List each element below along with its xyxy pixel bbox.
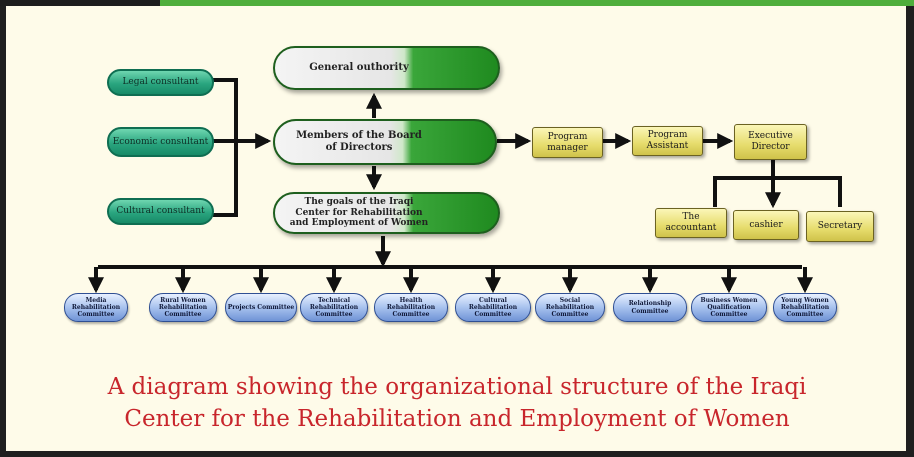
accountant-box: The accountant (655, 208, 727, 238)
committee-box: Cultural Rehabilitation Committee (455, 293, 531, 322)
committee-box: Young Women Rehabilitation Committee (773, 293, 837, 322)
bottom-frame-bar (0, 451, 914, 457)
committee-box: Social Rehabilitation Committee (535, 293, 605, 322)
center-goals-box: The goals of the Iraqi Center for Rehabi… (273, 192, 500, 234)
board-of-directors-box: Members of the Board of Directors (273, 119, 497, 165)
committee-box: Relationship Committee (613, 293, 687, 322)
staff-bar (713, 176, 842, 207)
committee-box: Media Rehabilitation Committee (64, 293, 128, 322)
committee-box: Health Rehabilitation Committee (374, 293, 448, 322)
right-frame-bar (906, 6, 914, 457)
general-authority-label: General outhority (309, 62, 409, 73)
top-dark-segment (0, 0, 160, 6)
caption-line-2: Center for the Rehabilitation and Employ… (124, 406, 790, 432)
cultural-consultant-box: Cultural consultant (107, 198, 214, 225)
committee-box: Business Women Qualification Committee (691, 293, 767, 322)
committee-box: Technical Rehabilitation Committee (300, 293, 368, 322)
consultant-bracket (213, 78, 238, 217)
cashier-box: cashier (733, 210, 799, 240)
economic-consultant-box: Economic consultant (107, 127, 214, 157)
board-of-directors-label: Members of the Board of Directors (296, 130, 422, 153)
legal-consultant-box: Legal consultant (107, 69, 214, 96)
executive-director-box: Executive Director (734, 124, 807, 160)
secretary-box: Secretary (806, 211, 874, 242)
caption-line-1: A diagram showing the organizational str… (107, 374, 807, 400)
left-frame-bar (0, 6, 6, 457)
program-manager-box: Program manager (532, 127, 603, 158)
committee-box: Projects Committee (225, 293, 297, 322)
center-goals-label: The goals of the Iraqi Center for Rehabi… (289, 196, 429, 229)
general-authority-box: General outhority (273, 46, 500, 90)
committee-box: Rural Women Rehabilitation Committee (149, 293, 217, 322)
top-accent-bar (0, 0, 914, 6)
program-assistant-box: Program Assistant (632, 126, 703, 156)
